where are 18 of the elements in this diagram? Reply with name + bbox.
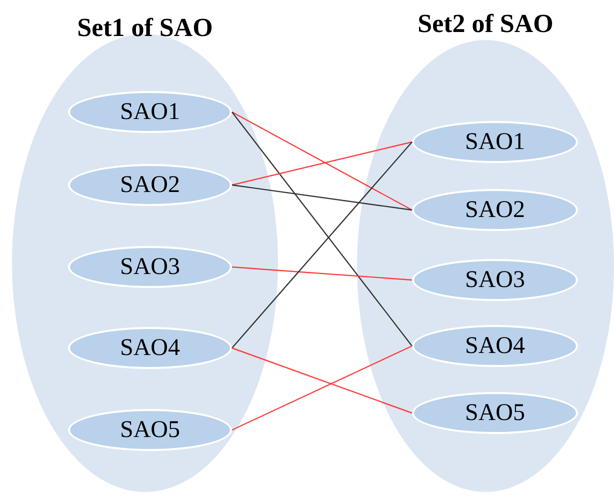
set-title: Set1 of SAO [77,12,213,44]
element-label: SAO3 [464,268,525,292]
connector-line [232,347,412,414]
connector-line [232,111,412,211]
connector-line [232,141,412,186]
set-title: Set2 of SAO [418,8,554,40]
element-label: SAO3 [120,255,180,279]
element-label: SAO4 [464,334,525,358]
element-label: SAO2 [120,173,180,197]
element-label: SAO2 [464,198,525,222]
element-label: SAO4 [120,336,180,360]
connector-line [232,184,412,211]
connector-line [232,345,412,431]
element-label: SAO1 [464,130,525,154]
connector-line [232,266,412,281]
element-label: SAO1 [120,100,180,124]
element-label: SAO5 [120,418,180,442]
element-label: SAO5 [464,401,525,425]
